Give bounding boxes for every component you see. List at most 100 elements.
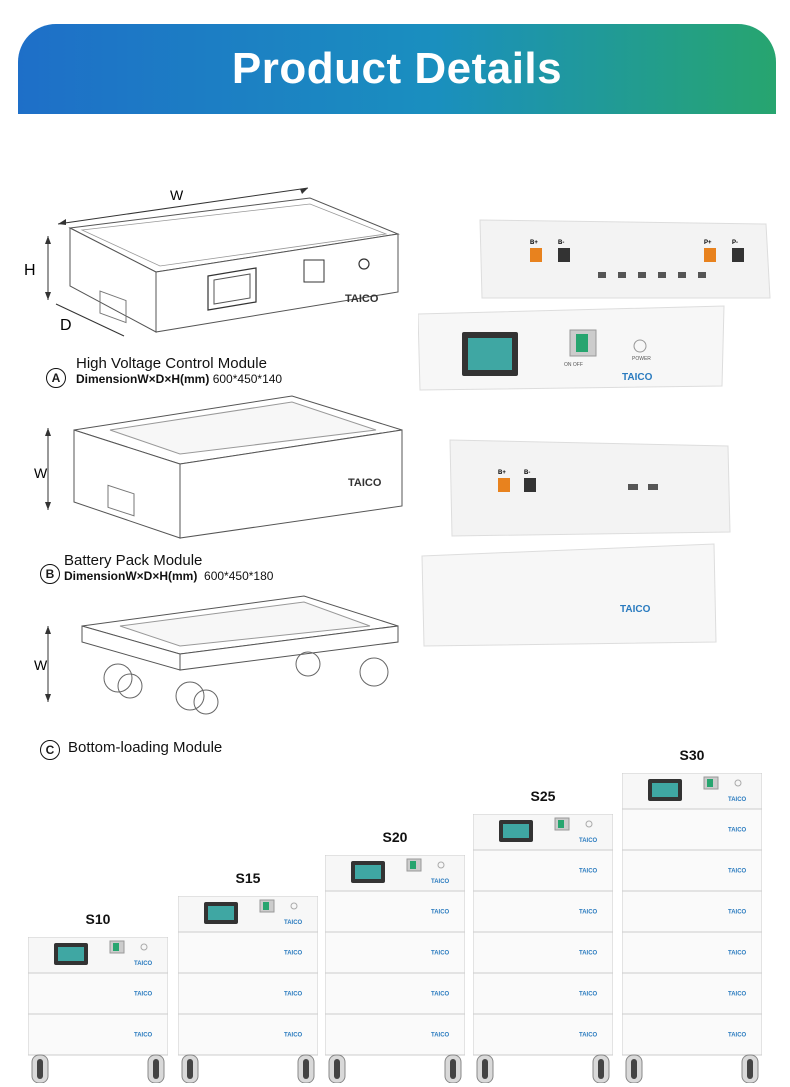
battery-pack: [473, 849, 613, 892]
caster-wheel-hub: [631, 1059, 637, 1079]
control-module: [325, 855, 465, 892]
unit-label-s30: S30: [679, 747, 705, 763]
battery-pack: [622, 1013, 762, 1056]
pack-brand: TAICO: [431, 992, 450, 998]
breaker-handle: [707, 779, 713, 787]
pack-brand: TAICO: [134, 992, 153, 998]
pack-brand: TAICO: [284, 951, 303, 957]
pack-brand: TAICO: [431, 951, 450, 957]
battery-pack: [178, 972, 318, 1015]
power-button-icon: [585, 820, 593, 828]
control-brand: TAICO: [728, 797, 747, 803]
pack-brand: TAICO: [728, 1033, 747, 1039]
module-a-title: High Voltage Control Module: [76, 354, 267, 372]
breaker-handle: [113, 943, 119, 951]
caster-wheel-hub: [303, 1059, 309, 1079]
battery-pack: [622, 890, 762, 933]
battery-pack: [622, 808, 762, 851]
pack-brand: TAICO: [284, 1033, 303, 1039]
battery-pack: [473, 890, 613, 933]
pack-brand: TAICO: [728, 951, 747, 957]
caster-wheel-hub: [187, 1059, 193, 1079]
power-button-icon: [734, 779, 742, 787]
photo-brand-pack: TAICO: [620, 604, 651, 615]
caster-wheel-hub: [37, 1059, 43, 1079]
module-b-dimension-value: 600*450*180: [204, 568, 274, 583]
photo-b-minus-top: B-: [558, 240, 564, 246]
power-button-icon: [290, 902, 298, 910]
pack-brand: TAICO: [728, 992, 747, 998]
module-a-caption: A High Voltage Control Module DimensionW…: [46, 352, 282, 388]
touch-screen-display: [208, 906, 234, 920]
battery-pack: [622, 931, 762, 974]
control-module: [622, 773, 762, 810]
dim-h-label: H: [24, 262, 36, 279]
dim-w-label-c: W: [34, 657, 48, 673]
module-c-title: Bottom-loading Module: [68, 738, 223, 756]
control-brand: TAICO: [134, 961, 153, 967]
module-c-letter: C: [40, 740, 60, 760]
module-b-drawing: W TAICO: [34, 395, 403, 539]
photo-on-off-label: ON OFF: [564, 362, 583, 368]
unit-label-s25: S25: [530, 788, 556, 804]
battery-pack: [325, 1013, 465, 1056]
battery-pack: [473, 1013, 613, 1056]
photo-b-plus-pack: B+: [498, 470, 506, 476]
pack-brand: TAICO: [728, 828, 747, 834]
caster-wheel-hub: [482, 1059, 488, 1079]
touch-screen-display: [355, 865, 381, 879]
photo-b-plus-top: B+: [530, 240, 538, 246]
breaker-handle: [558, 820, 564, 828]
control-module: [473, 814, 613, 851]
control-module: [178, 896, 318, 933]
control-brand: TAICO: [284, 920, 303, 926]
breaker-handle: [263, 902, 269, 910]
module-b-caption: B Battery Pack Module DimensionW×D×H(mm)…: [40, 550, 273, 584]
unit-label-s10: S10: [85, 911, 111, 927]
pack-brand: TAICO: [728, 869, 747, 875]
header-banner: Product Details: [18, 24, 776, 114]
module-b-dimension-label: DimensionW×D×H(mm): [64, 568, 198, 583]
unit-label-s15: S15: [235, 870, 261, 886]
power-button-icon: [437, 861, 445, 869]
control-module-photo: B+ B- P+ P- POWER ON OFF TAICO: [418, 219, 771, 391]
module-a-drawing: W H D TAICO: [24, 187, 400, 337]
module-b-brand: TAICO: [348, 477, 382, 489]
caster-wheel-hub: [450, 1059, 456, 1079]
module-a-brand: TAICO: [345, 293, 379, 305]
caster-wheel-hub: [747, 1059, 753, 1079]
photo-p-plus: P+: [704, 240, 712, 246]
dim-d-label: D: [60, 317, 72, 334]
module-a-dimension-value: 600*450*140: [212, 371, 283, 386]
battery-pack: [325, 890, 465, 933]
dim-w-label-b: W: [34, 465, 48, 481]
battery-pack: [28, 1013, 168, 1056]
pack-brand: TAICO: [431, 910, 450, 916]
control-brand: TAICO: [579, 838, 598, 844]
battery-pack: [325, 972, 465, 1015]
photo-b-minus-pack: B-: [524, 470, 530, 476]
page-title: Product Details: [231, 44, 563, 93]
breaker-handle: [410, 861, 416, 869]
caster-wheel-hub: [153, 1059, 159, 1079]
photo-power-label: POWER: [632, 356, 651, 362]
unit-s30: TAICO TAICO TAICO TAICO TAICO TAICO TAICO: [622, 773, 762, 1083]
touch-screen-display: [58, 947, 84, 961]
battery-pack: [178, 1013, 318, 1056]
module-a-dimension-label: DimensionW×D×H(mm): [76, 371, 210, 386]
module-c-caption: C Bottom-loading Module: [40, 734, 222, 760]
pack-brand: TAICO: [728, 910, 747, 916]
pack-brand: TAICO: [579, 1033, 598, 1039]
caster-wheel-hub: [334, 1059, 340, 1079]
battery-pack: [622, 849, 762, 892]
battery-pack: [28, 972, 168, 1015]
control-module: [28, 937, 168, 974]
unit-label-s20: S20: [382, 829, 408, 845]
photo-p-minus: P-: [732, 240, 738, 246]
photo-brand-control: TAICO: [622, 372, 653, 383]
power-button-icon: [140, 943, 148, 951]
